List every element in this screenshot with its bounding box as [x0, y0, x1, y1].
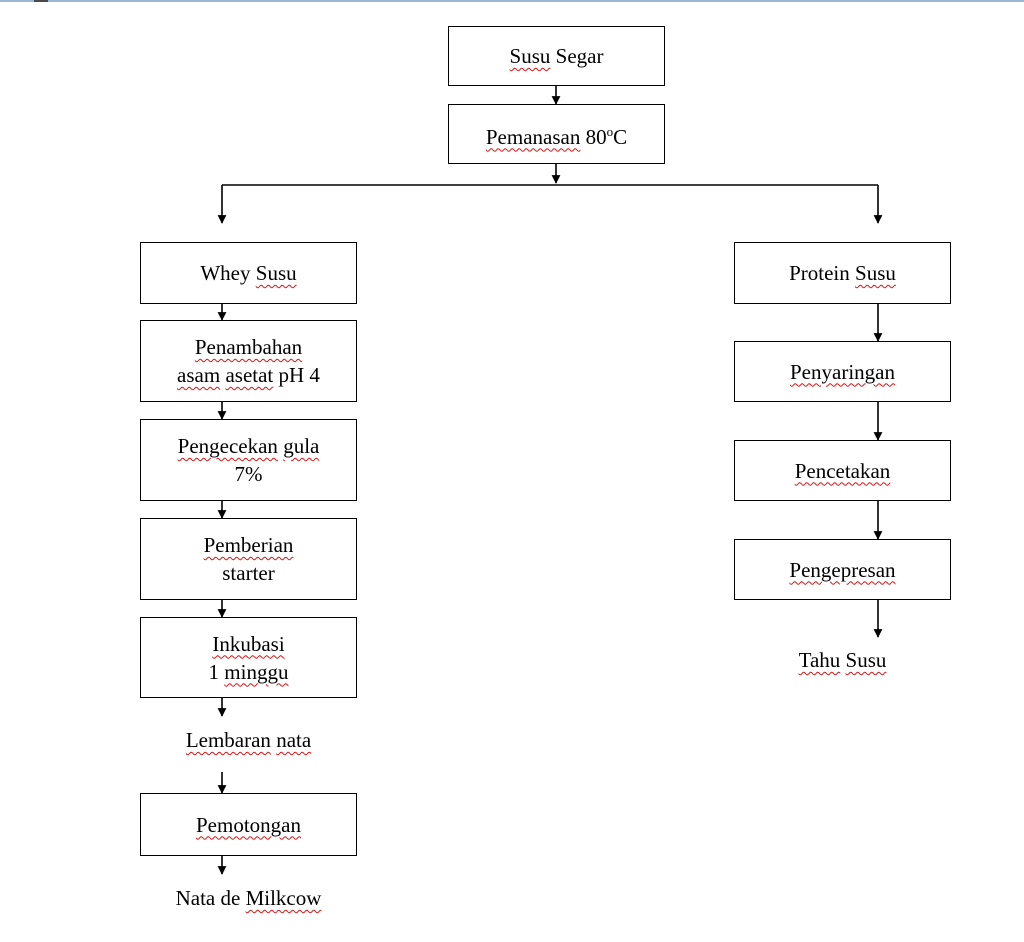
molding-box: Pencetakan	[734, 440, 951, 501]
molding-label: Pencetakan	[794, 458, 891, 483]
acid-addition-box: Penambahan asam asetat pH 4	[140, 320, 357, 402]
window-corner-mark	[34, 0, 48, 2]
pressing-label: Pengepresan	[789, 557, 896, 582]
incubation-label: Inkubasi 1 minggu	[208, 631, 289, 684]
fresh-milk-label: Susu Segar	[509, 44, 604, 68]
sugar-check-label: Pengecekan gula 7%	[177, 434, 320, 486]
incubation-box: Inkubasi 1 minggu	[140, 617, 357, 698]
sugar-check-box: Pengecekan gula 7%	[140, 419, 357, 501]
protein-label: Protein Susu	[789, 261, 896, 285]
starter-label: Pemberian starter	[203, 533, 294, 585]
pressing-box: Pengepresan	[734, 539, 951, 600]
nata-sheet-label: Lembaran nata	[185, 728, 312, 752]
nata-product-label: Nata de Milkcow	[175, 886, 322, 910]
filtering-label: Penyaringan	[790, 359, 895, 384]
heating-box: Pemanasan 80oC	[448, 104, 665, 164]
whey-box: Whey Susu	[140, 242, 357, 304]
fresh-milk-box: Susu Segar	[448, 26, 665, 86]
filtering-box: Penyaringan	[734, 341, 951, 402]
acid-addition-label: Penambahan asam asetat pH 4	[177, 335, 320, 387]
milk-tofu-label: Tahu Susu	[798, 648, 887, 672]
heating-label: Pemanasan 80oC	[485, 123, 628, 149]
starter-box: Pemberian starter	[140, 518, 357, 600]
cutting-label: Pemotongan	[196, 812, 301, 837]
window-top-border	[0, 0, 1024, 2]
cutting-box: Pemotongan	[140, 793, 357, 856]
whey-label: Whey Susu	[200, 261, 297, 285]
protein-box: Protein Susu	[734, 242, 951, 304]
